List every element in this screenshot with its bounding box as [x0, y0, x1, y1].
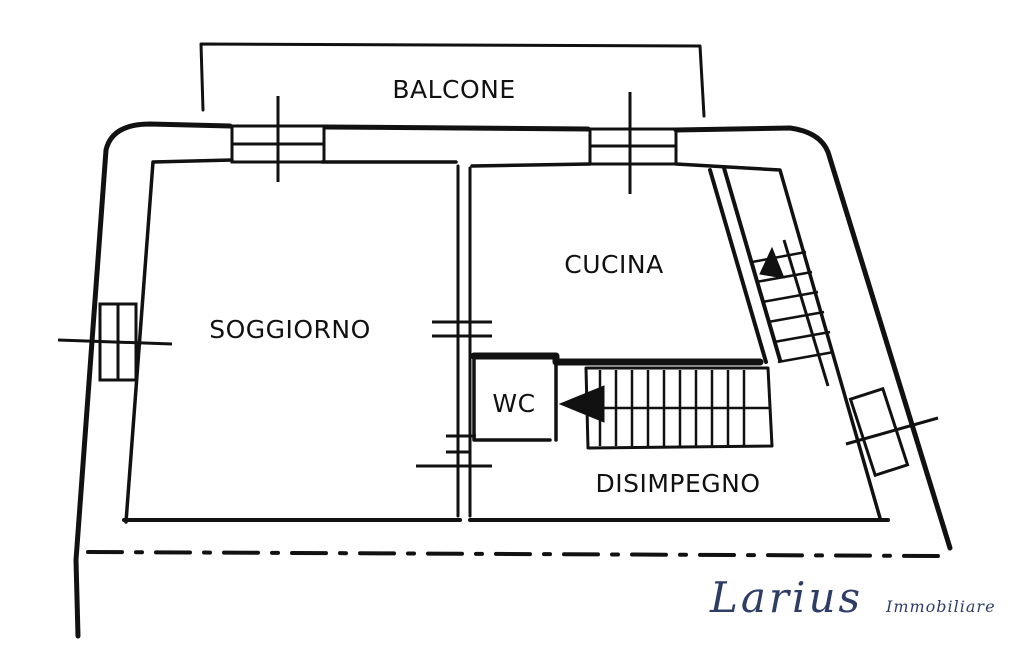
room-label-soggiorno: SOGGIORNO	[209, 315, 371, 344]
wc-walls	[472, 354, 558, 442]
outer-wall	[73, 121, 953, 639]
partition-soggiorno-cucina	[456, 164, 472, 518]
wc-top-wall	[470, 352, 764, 366]
brand-logo: Larius Immobiliare	[709, 573, 996, 622]
inner-wall-outline	[124, 158, 882, 524]
room-label-balcone: BALCONE	[392, 75, 515, 104]
diagonal-wall	[708, 166, 782, 364]
brand-tagline: Immobiliare	[885, 597, 996, 616]
room-label-wc: WC	[492, 389, 535, 418]
stair-arrows	[558, 246, 785, 423]
boundary-line	[86, 550, 946, 558]
room-label-cucina: CUCINA	[564, 250, 663, 279]
walls	[73, 42, 953, 639]
brand-name: Larius	[709, 573, 863, 622]
room-label-disimpegno: DISIMPEGNO	[595, 469, 760, 498]
window-right	[848, 386, 910, 478]
stair-box	[584, 366, 774, 450]
openings	[57, 92, 939, 478]
balcony-railing	[199, 42, 706, 118]
